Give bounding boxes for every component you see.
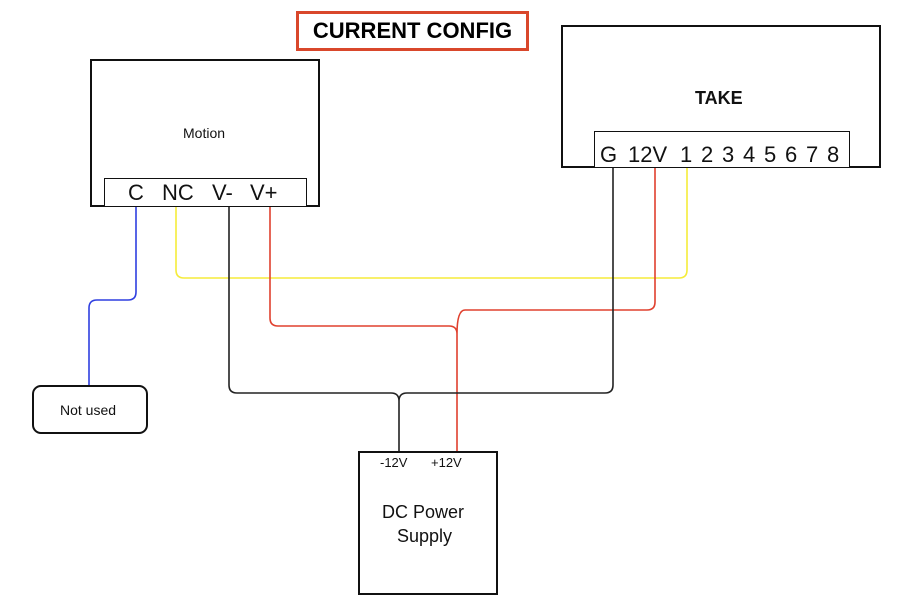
wire-blue-c-to-not-used (88, 205, 137, 385)
take-terminal-6: 6 (785, 142, 798, 167)
motion-terminal-nc: NC (162, 180, 194, 205)
not-used-box (32, 385, 148, 434)
motion-label: Motion (183, 125, 226, 141)
take-terminal-7: 7 (806, 142, 819, 167)
wire-black-vminus-g-to-psu-neg (228, 167, 614, 452)
power-supply-pos-terminal: +12V (431, 455, 462, 470)
power-supply-label-line2: Supply (397, 526, 453, 546)
take-terminal-1: 1 (680, 142, 693, 167)
motion-terminal-vminus: V- (212, 180, 233, 205)
take-label: TAKE (695, 88, 743, 108)
motion-terminal-strip (104, 178, 307, 207)
power-supply-label-line1: DC Power (382, 502, 465, 522)
power-supply-box (358, 451, 498, 595)
motion-terminal-c: C (128, 180, 144, 205)
take-terminal-strip (594, 131, 850, 168)
take-terminal-8: 8 (827, 142, 840, 167)
take-terminal-5: 5 (764, 142, 777, 167)
wire-red-vplus-to-psu-and-take-12v (269, 167, 656, 452)
power-supply-neg-terminal: -12V (380, 455, 408, 470)
config-title: CURRENT CONFIG (296, 11, 529, 51)
motion-terminal-vplus: V+ (250, 180, 278, 205)
take-terminal-3: 3 (722, 142, 735, 167)
wire-yellow-nc-to-take-1 (175, 167, 688, 279)
take-terminal-4: 4 (743, 142, 756, 167)
take-terminal-12v: 12V (628, 142, 668, 167)
take-terminal-2: 2 (701, 142, 714, 167)
not-used-label: Not used (60, 402, 117, 418)
take-terminal-g: G (600, 142, 618, 167)
